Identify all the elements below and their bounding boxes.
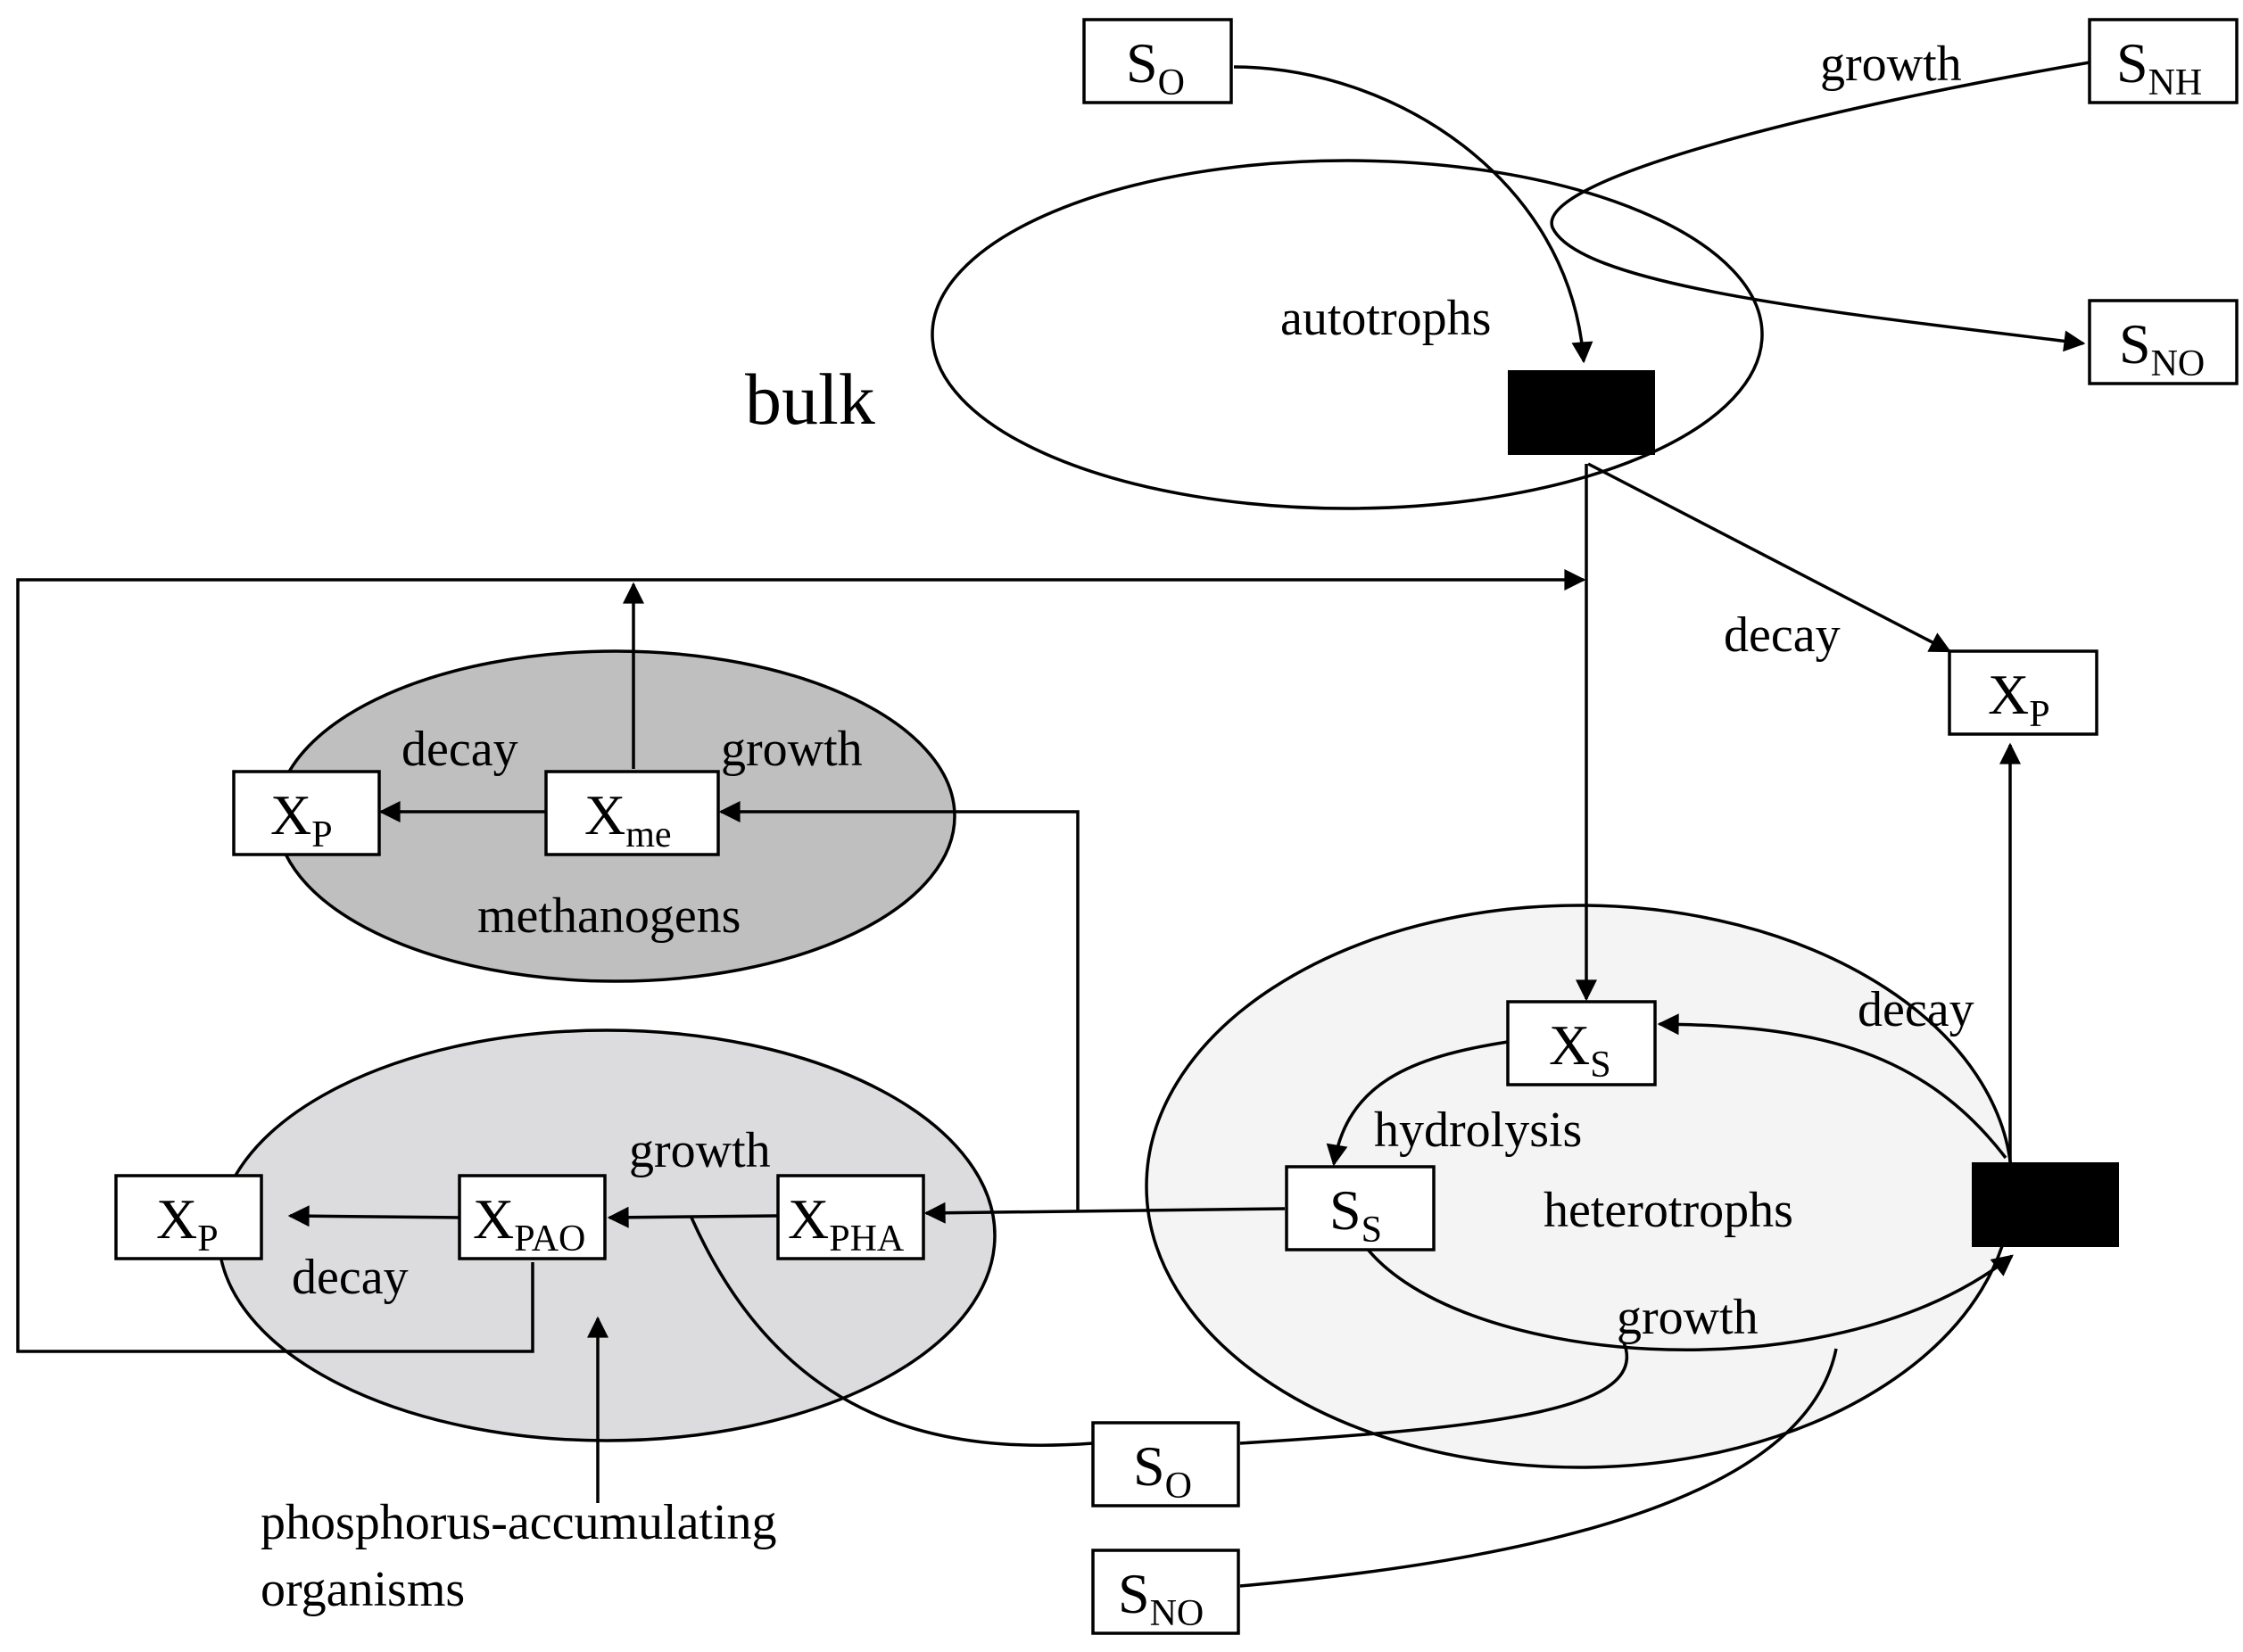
het-decay-label: decay — [1858, 982, 1974, 1037]
heterotrophs-label: heterotrophs — [1544, 1183, 1793, 1238]
paos-label-line1: phosphorus-accumulating — [261, 1495, 777, 1550]
box-xpha-main: X — [788, 1187, 829, 1251]
arrow-het-decay-to-xs — [1657, 1013, 2007, 1160]
box-xs-main: X — [1549, 1013, 1590, 1077]
arrow-ss-to-xme — [718, 801, 1080, 1211]
het-growth-label: growth — [1617, 1290, 1759, 1345]
box-xme-sub: me — [625, 814, 671, 855]
pao-growth-label: growth — [629, 1123, 771, 1178]
box-snh-sub: NH — [2148, 62, 2203, 103]
curve-so-to-het-growth — [1239, 1342, 1629, 1445]
box-ss-sub: S — [1362, 1210, 1382, 1251]
arrow-hydrolysis-xs-to-ss — [1326, 1040, 1509, 1167]
arrow-autotrophs-decay-to-xp — [1587, 462, 1952, 653]
box-so-bottom-sub: O — [1165, 1466, 1192, 1507]
svg-text:XPAO: XPAO — [473, 1187, 585, 1260]
svg-text:SNO: SNO — [1118, 1562, 1204, 1634]
box-xp-paos-main: X — [156, 1187, 197, 1251]
arrow-het-growth-ss-to-block — [1359, 1239, 2014, 1351]
svg-text:XP: XP — [1988, 663, 2050, 735]
box-sno-bottom-main: S — [1118, 1562, 1150, 1625]
box-sno-top: SNO — [2088, 299, 2239, 385]
box-xpha: XPHA — [776, 1174, 925, 1260]
box-xpao: XPAO — [458, 1174, 607, 1260]
box-sno-bottom: SNO — [1091, 1549, 1240, 1635]
box-so-bottom: SO — [1091, 1421, 1240, 1507]
box-xp-autotrophs-main: X — [1988, 663, 2029, 726]
paos-label-line2: organisms — [261, 1562, 465, 1617]
svg-text:SNH: SNH — [2116, 31, 2202, 103]
box-xp-methanogens-main: X — [270, 783, 311, 847]
box-xme: Xme — [544, 770, 720, 856]
arrow-xpha-to-xpao — [607, 1206, 779, 1228]
svg-text:SNO: SNO — [2119, 312, 2205, 384]
curve-so-to-pao-growth — [690, 1217, 1094, 1447]
me-growth-label: growth — [721, 722, 863, 777]
svg-text:Xme: Xme — [584, 783, 672, 855]
arrow-pao-loop-to-xs-line — [16, 569, 1586, 1353]
autotroph-biomass-block — [1508, 370, 1655, 455]
box-xpha-sub: PHA — [829, 1218, 905, 1260]
box-xs-sub: S — [1590, 1045, 1610, 1086]
box-xp-autotrophs: XP — [1948, 649, 2098, 736]
box-xp-paos-sub: P — [197, 1218, 218, 1260]
box-so-top-main: S — [1126, 31, 1158, 95]
box-snh: SNH — [2088, 18, 2239, 104]
box-snh-main: S — [2116, 31, 2148, 95]
curve-sno-to-het-growth — [1239, 1348, 1838, 1588]
me-decay-label: decay — [401, 722, 518, 777]
box-xme-main: X — [584, 783, 625, 847]
box-xp-paos: XP — [114, 1174, 263, 1260]
svg-text:SS: SS — [1329, 1178, 1382, 1251]
box-sno-top-main: S — [2119, 312, 2151, 376]
heterotroph-biomass-block — [1972, 1162, 2119, 1247]
box-so-top-sub: O — [1158, 62, 1185, 103]
box-xpao-main: X — [473, 1187, 514, 1251]
box-xpao-sub: PAO — [514, 1218, 585, 1260]
box-sno-top-sub: NO — [2151, 343, 2206, 384]
svg-text:SO: SO — [1126, 31, 1185, 103]
box-ss-main: S — [1329, 1178, 1362, 1242]
bulk-region-label: bulk — [745, 359, 875, 440]
box-xp-methanogens-sub: P — [311, 814, 332, 855]
arrow-xpao-decay-to-xp — [287, 1205, 460, 1227]
box-xp-autotrophs-sub: P — [2029, 694, 2049, 735]
arrow-ss-to-xpha — [923, 1202, 1286, 1224]
het-hydrolysis-label: hydrolysis — [1374, 1103, 1582, 1158]
methanogens-label: methanogens — [477, 888, 741, 944]
pao-decay-label: decay — [292, 1250, 409, 1305]
auto-decay-label: decay — [1724, 607, 1841, 663]
box-xs: XS — [1506, 1000, 1657, 1086]
svg-text:XP: XP — [270, 783, 333, 855]
box-sno-bottom-sub: NO — [1150, 1593, 1204, 1634]
svg-text:SO: SO — [1133, 1434, 1192, 1507]
box-so-bottom-main: S — [1133, 1434, 1165, 1498]
arrow-snh-to-sno — [1550, 61, 2090, 352]
autotrophs-label: autotrophs — [1280, 291, 1491, 346]
box-ss: SS — [1285, 1165, 1436, 1251]
box-so-top: SO — [1082, 18, 1233, 104]
svg-text:XP: XP — [156, 1187, 219, 1260]
svg-text:XPHA: XPHA — [788, 1187, 905, 1260]
svg-text:XS: XS — [1549, 1013, 1611, 1086]
box-xp-methanogens: XP — [232, 770, 381, 856]
arrow-so-to-autotrophs — [1233, 65, 1593, 364]
auto-growth-label: growth — [1820, 37, 1962, 92]
